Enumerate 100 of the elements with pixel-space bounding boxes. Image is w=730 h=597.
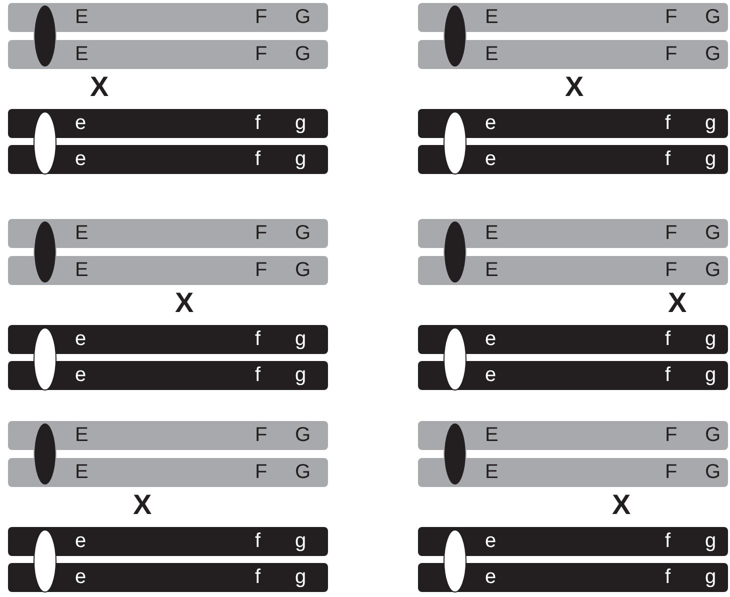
chromosome-bar xyxy=(8,219,328,248)
gene-label: G xyxy=(705,424,721,446)
gene-label: g xyxy=(295,530,306,552)
chromosome-bar xyxy=(418,563,728,592)
gene-label: f xyxy=(255,328,261,350)
chromosome-bar xyxy=(418,3,728,32)
gene-label: G xyxy=(295,43,311,65)
chromosome-bar xyxy=(8,361,328,390)
gene-label: e xyxy=(75,112,86,134)
gene-label: G xyxy=(295,222,311,244)
gene-label: F xyxy=(255,424,268,446)
gene-label: f xyxy=(255,148,261,170)
gene-label: g xyxy=(705,364,716,386)
gene-label: f xyxy=(665,364,671,386)
gene-label: e xyxy=(75,148,86,170)
chromosome-bar xyxy=(8,145,328,174)
chromosome-bar xyxy=(418,421,728,450)
gene-label: g xyxy=(705,148,716,170)
gene-label: G xyxy=(705,461,721,483)
chromosome-bar xyxy=(418,145,728,174)
gene-label: F xyxy=(665,424,678,446)
chromosome-bar xyxy=(8,421,328,450)
chromosome-bar xyxy=(418,40,728,69)
chromosome-bar xyxy=(8,527,328,556)
chromosome-bar xyxy=(418,109,728,138)
gene-label: f xyxy=(255,112,261,134)
crossover-mark: X xyxy=(612,490,631,520)
gene-label: g xyxy=(705,566,716,588)
gene-label: F xyxy=(665,222,678,244)
gene-label: f xyxy=(665,530,671,552)
gene-label: f xyxy=(665,566,671,588)
gene-label: E xyxy=(485,6,498,28)
gene-label: F xyxy=(665,43,678,65)
gene-label: f xyxy=(665,148,671,170)
crossover-mark: X xyxy=(90,72,109,102)
gene-label: F xyxy=(255,222,268,244)
gene-label: E xyxy=(485,424,498,446)
gene-label: g xyxy=(295,148,306,170)
gene-label: g xyxy=(295,328,306,350)
gene-label: e xyxy=(75,530,86,552)
chromosome-bar xyxy=(8,563,328,592)
gene-label: f xyxy=(665,328,671,350)
gene-label: g xyxy=(295,566,306,588)
gene-label: f xyxy=(255,530,261,552)
gene-label: f xyxy=(255,364,261,386)
crossover-mark: X xyxy=(133,490,152,520)
gene-label: g xyxy=(705,112,716,134)
chromosome-bar xyxy=(418,527,728,556)
crossover-mark: X xyxy=(175,288,194,318)
gene-label: F xyxy=(255,461,268,483)
chromosome-bar xyxy=(418,256,728,285)
gene-label: G xyxy=(295,424,311,446)
gene-label: f xyxy=(255,566,261,588)
gene-label: G xyxy=(705,43,721,65)
gene-label: E xyxy=(485,43,498,65)
gene-label: e xyxy=(485,112,496,134)
gene-label: e xyxy=(485,328,496,350)
gene-label: e xyxy=(75,364,86,386)
gene-label: F xyxy=(255,259,268,281)
gene-label: E xyxy=(485,461,498,483)
chromosome-bar xyxy=(418,361,728,390)
gene-label: E xyxy=(485,222,498,244)
gene-label: g xyxy=(705,530,716,552)
gene-label: g xyxy=(295,364,306,386)
chromosome-bar xyxy=(8,109,328,138)
gene-label: E xyxy=(75,43,88,65)
gene-label: E xyxy=(75,222,88,244)
chromosome-bar xyxy=(8,40,328,69)
gene-label: g xyxy=(705,328,716,350)
gene-label: E xyxy=(75,259,88,281)
gene-label: F xyxy=(255,6,268,28)
gene-label: e xyxy=(75,328,86,350)
gene-label: G xyxy=(295,461,311,483)
gene-label: E xyxy=(75,461,88,483)
gene-label: f xyxy=(665,112,671,134)
gene-label: G xyxy=(295,259,311,281)
chromosome-bar xyxy=(8,458,328,487)
gene-label: e xyxy=(75,566,86,588)
gene-label: F xyxy=(255,43,268,65)
chromosome-bar xyxy=(418,458,728,487)
gene-label: e xyxy=(485,530,496,552)
gene-label: e xyxy=(485,566,496,588)
gene-label: G xyxy=(705,6,721,28)
chromosome-bar xyxy=(418,219,728,248)
gene-label: E xyxy=(485,259,498,281)
gene-label: G xyxy=(705,259,721,281)
chromosome-bar xyxy=(8,325,328,354)
gene-label: G xyxy=(295,6,311,28)
gene-label: E xyxy=(75,424,88,446)
crossover-mark: X xyxy=(565,72,584,102)
gene-label: E xyxy=(75,6,88,28)
chromosome-bar xyxy=(8,3,328,32)
gene-label: e xyxy=(485,364,496,386)
gene-label: G xyxy=(705,222,721,244)
crossover-mark: X xyxy=(668,288,687,318)
chromosome-bar xyxy=(418,325,728,354)
gene-label: F xyxy=(665,461,678,483)
gene-label: F xyxy=(665,6,678,28)
gene-label: e xyxy=(485,148,496,170)
chromosome-bar xyxy=(8,256,328,285)
